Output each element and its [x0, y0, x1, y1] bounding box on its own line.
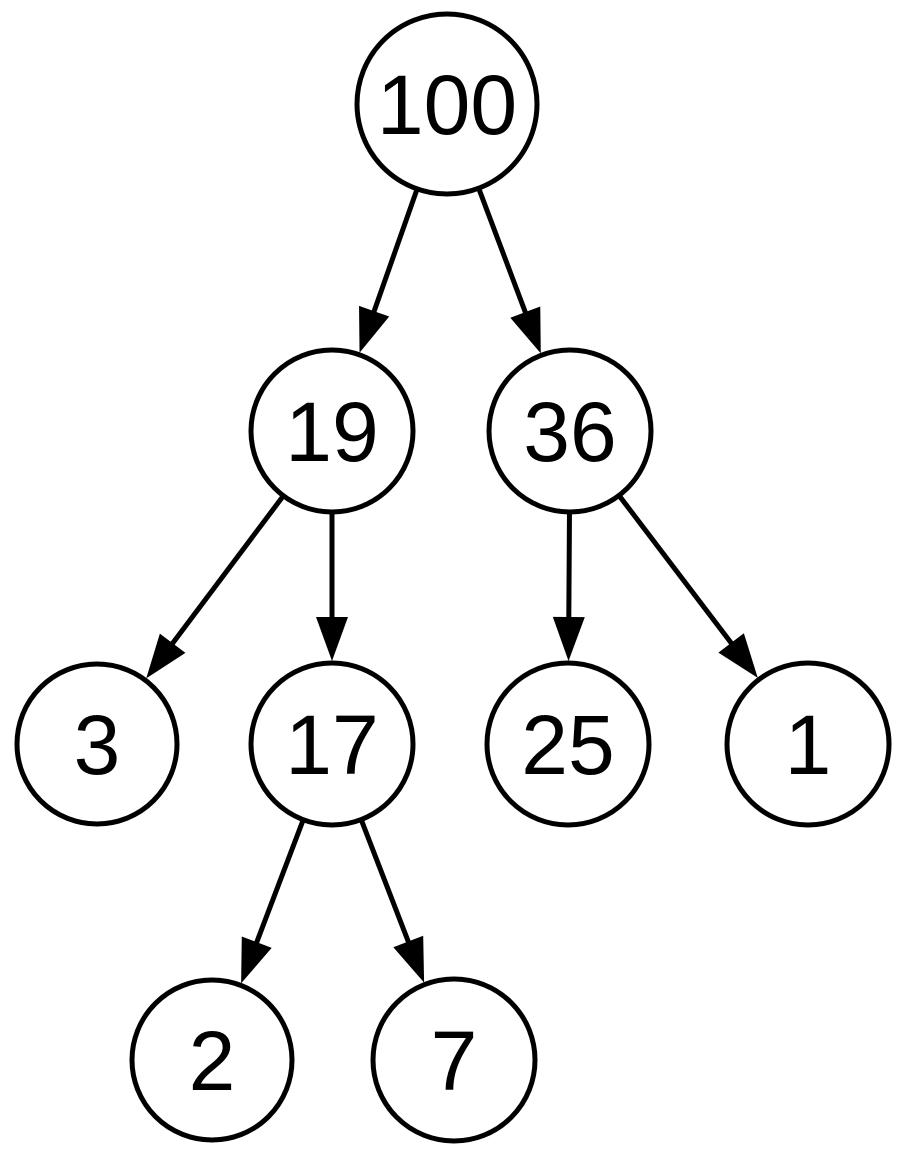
tree-edge-100-36 — [477, 189, 530, 317]
tree-node-25: 25 — [484, 660, 652, 828]
tree-edge-19-3 — [168, 495, 285, 648]
tree-edge-36-1 — [618, 495, 736, 648]
tree-edge-17-7 — [359, 820, 413, 947]
tree-node-3: 3 — [14, 661, 180, 827]
tree-node-17: 17 — [248, 660, 416, 828]
tree-edge-17-2 — [252, 820, 305, 947]
node-label: 3 — [74, 698, 121, 792]
tree-node-36: 36 — [486, 347, 654, 515]
node-label: 19 — [285, 385, 378, 479]
arrowhead-icon — [552, 616, 585, 662]
node-circle — [724, 660, 892, 828]
node-circle — [486, 347, 654, 515]
node-circle — [370, 976, 538, 1144]
node-circle — [484, 660, 652, 828]
node-label: 1 — [785, 698, 832, 792]
tree-node-1: 1 — [724, 660, 892, 828]
arrowhead-icon — [359, 305, 390, 353]
arrowhead-icon — [146, 633, 186, 679]
node-label: 17 — [285, 698, 378, 792]
tree-edge-100-19 — [370, 189, 419, 316]
node-circle — [14, 661, 180, 827]
arrowhead-icon — [241, 936, 272, 984]
tree-node-2: 2 — [129, 977, 295, 1143]
node-label: 2 — [189, 1014, 236, 1108]
arrowhead-icon — [718, 633, 758, 678]
node-label: 25 — [521, 698, 614, 792]
tree-node-7: 7 — [370, 976, 538, 1144]
tree-node-100: 100 — [354, 11, 540, 197]
node-circle — [248, 347, 416, 515]
arrowhead-icon — [393, 935, 425, 983]
node-circle — [248, 660, 416, 828]
node-circle — [354, 11, 540, 197]
node-label: 7 — [431, 1014, 478, 1108]
node-label: 36 — [523, 385, 616, 479]
node-label: 100 — [377, 58, 517, 152]
tree-edge-36-25 — [566, 513, 572, 622]
tree-node-19: 19 — [248, 347, 416, 515]
arrowhead-icon — [510, 306, 541, 354]
arrowhead-icon — [316, 617, 348, 661]
node-circle — [129, 977, 295, 1143]
